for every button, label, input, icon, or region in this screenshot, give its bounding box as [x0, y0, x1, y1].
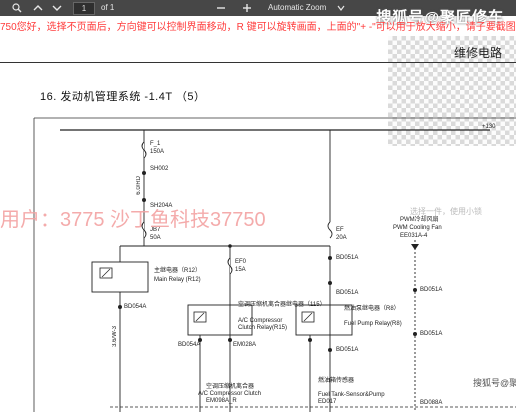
notice-banner: 750您好，选择不页面后，方向键可以控制界面移动，R 键可以旋转画面，上面的"+… — [0, 22, 516, 33]
zoom-select[interactable]: Automatic Zoom — [268, 3, 327, 12]
connector-sh002-label: SH002 — [150, 166, 169, 172]
main-relay-box — [91, 261, 149, 293]
ac-relay-box — [187, 304, 253, 336]
main-relay-coil — [99, 267, 113, 279]
search-icon[interactable] — [10, 0, 24, 16]
connector-bd051a-5-label: BD051A — [420, 331, 443, 337]
hint-watermark: 选择一件，使用小锁 — [410, 207, 482, 216]
fuse-f1-amp: 150A — [150, 149, 165, 155]
fuel-pump-relay-box — [295, 304, 353, 336]
fuse-jb7-label: JB7 — [150, 227, 161, 233]
connector-bd054a-2-label: BD054A — [178, 342, 201, 348]
fuse-ef0-amp: 15A — [235, 267, 246, 273]
main-relay-label-en: Main Relay (R12) — [154, 277, 201, 283]
chevron-down-icon[interactable] — [336, 0, 346, 16]
fuse-ef-label: EF — [336, 227, 344, 233]
fuel-pump-relay-coil — [301, 311, 315, 323]
user-watermark: 用户：3775 沙丁鱼科技37750 — [0, 209, 266, 231]
fuel-tank-label-cn: 燃油箱传感器 — [318, 378, 355, 384]
fuse-jb7-amp: 50A — [150, 235, 161, 241]
ac-clutch-label-cn: 空调压缩机离合器 — [206, 384, 255, 390]
pwm-fan-label-cn: PWM冷却风扇 — [400, 217, 439, 223]
page-number-input[interactable]: 1 — [73, 2, 95, 15]
ac-relay-label-en1: A/C Compressor — [238, 318, 283, 324]
plus-icon[interactable] — [240, 0, 254, 16]
pwm-fan-label-en: PWM Cooling Fan — [393, 225, 442, 231]
arrow-down-icon[interactable] — [50, 0, 64, 16]
fuel-pump-relay-label-en: Fuel Pump Relay(R8) — [344, 321, 402, 327]
rail-label: +130 — [482, 124, 496, 130]
ac-clutch-label-en: A/C Compressor Clutch — [198, 391, 262, 397]
pwm-fan-connector-arrow — [411, 244, 419, 250]
sohu-logo: 搜狐号@聚 — [473, 378, 516, 388]
connector-bd051a-4-label: BD051A — [420, 287, 443, 293]
page-title: 16. 发动机管理系统 -1.4T （5） — [40, 91, 206, 103]
arrow-up-icon[interactable] — [31, 0, 45, 16]
fuel-pump-relay-label-cn: 燃油泵继电器（R8） — [344, 306, 400, 312]
connector-em028a-label: EM028A — [233, 342, 257, 348]
connector-sh204a — [142, 198, 146, 202]
fuse-jb7-symbol — [141, 221, 147, 239]
ac-relay-label-en2: Clutch Relay(R15) — [238, 325, 288, 331]
sohu-brand-watermark: 搜狐号@聚匠修车 — [376, 9, 504, 26]
connector-bd051a — [328, 256, 332, 260]
connector-ed017-label: ED017 — [318, 399, 337, 405]
section-header: 维修电路 — [453, 46, 502, 60]
connector-bd051a-label: BD051A — [336, 255, 359, 261]
fuse-f1-label: F_1 — [150, 141, 161, 147]
fuse-ef0-symbol — [227, 257, 233, 275]
connector-bd088a-label: BD088A — [420, 400, 443, 406]
qr-code-image — [388, 36, 516, 146]
connector-ee031a-label: EE031A-4 — [400, 233, 428, 239]
connector-bd054a — [118, 305, 122, 309]
main-relay-label-cn: 主继电器（R12） — [154, 268, 202, 274]
fuse-f1-symbol — [141, 141, 147, 159]
connector-em098a-label: EM098A_R — [206, 398, 237, 404]
header-divider — [0, 62, 516, 63]
wire-gauge-label: 6.0/RD — [136, 176, 142, 195]
fuse-ef0-label: EF0 — [235, 259, 247, 265]
connector-sh002 — [142, 171, 146, 175]
fuel-tank-label-en: Fuel Tank-Sensor&Pump — [318, 392, 385, 398]
fuse-ef-symbol — [327, 221, 333, 239]
fuse-ef-amp: 20A — [336, 235, 347, 241]
pdf-viewer-toolbar: 1 of 1 Automatic Zoom — [0, 0, 516, 16]
minus-icon[interactable] — [214, 0, 228, 16]
connector-sh204a-label: SH204A — [150, 203, 173, 209]
connector-bd054a-label: BD054A — [124, 304, 147, 310]
ac-relay-coil — [193, 311, 207, 323]
ac-relay-label-cn: 空调压缩机离合器继电器（115） — [238, 302, 326, 308]
page-count-label: of 1 — [101, 3, 115, 12]
connector-bd051a-2-label: BD051A — [336, 290, 359, 296]
connector-bd051a-3-label: BD051A — [336, 347, 359, 353]
left-wire-label: 3.6/W-3 — [112, 326, 118, 347]
